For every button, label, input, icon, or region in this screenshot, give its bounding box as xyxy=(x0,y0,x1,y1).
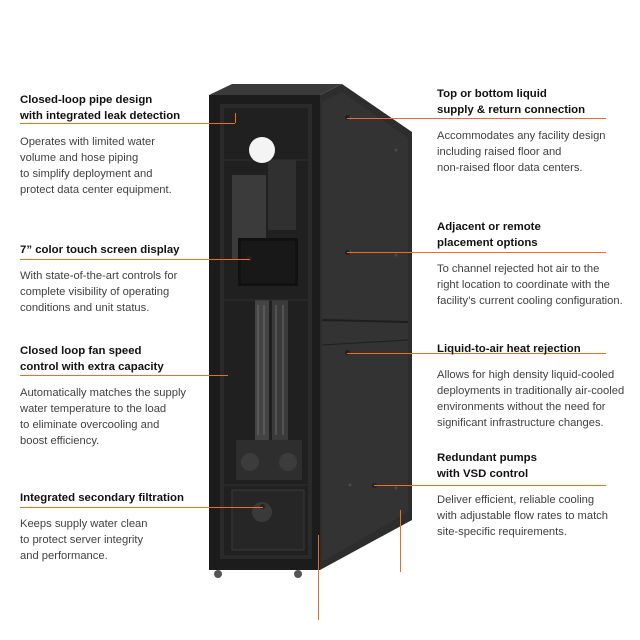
feature-filtration: Integrated secondary filtration Keeps su… xyxy=(20,490,210,564)
leader-dot-pipe xyxy=(234,111,239,116)
feature-liquid-connection-body: Accommodates any facility design includi… xyxy=(437,130,606,174)
leader-dot-fan xyxy=(226,372,231,377)
brand-logo xyxy=(249,137,275,163)
leader-dot-filtration xyxy=(260,504,265,509)
feature-placement-body: To channel rejected hot air to the right… xyxy=(437,263,623,307)
feature-placement-title: Adjacent or remote placement options xyxy=(437,221,541,249)
leader-line-pipe-drop xyxy=(235,113,236,123)
feature-placement: Adjacent or remote placement options To … xyxy=(437,219,637,309)
leader-dot-connection xyxy=(345,115,350,120)
feature-heat-rejection-title: Liquid-to-air heat rejection xyxy=(437,343,581,355)
leader-line-touchscreen xyxy=(20,259,250,260)
feature-pumps-body: Deliver efficient, reliable cooling with… xyxy=(437,494,609,538)
feature-touchscreen: 7” color touch screen display With state… xyxy=(20,242,210,316)
feature-pipe-body: Operates with limited water volume and h… xyxy=(20,136,172,196)
feature-touchscreen-body: With state-of-the-art controls for compl… xyxy=(20,270,178,314)
feature-fan-body: Automatically matches the supply water t… xyxy=(20,387,187,447)
feature-fan: Closed loop fan speed control with extra… xyxy=(20,343,210,449)
feature-filtration-title: Integrated secondary filtration xyxy=(20,492,184,504)
feature-pipe: Closed-loop pipe design with integrated … xyxy=(20,92,210,198)
feature-liquid-connection-title: Top or bottom liquid supply & return con… xyxy=(437,88,586,116)
feature-pipe-title: Closed-loop pipe design with integrated … xyxy=(20,94,181,122)
leader-line-pumps xyxy=(374,485,606,486)
feature-liquid-connection: Top or bottom liquid supply & return con… xyxy=(437,86,637,176)
feature-pumps-title: Redundant pumps with VSD control xyxy=(437,452,537,480)
feature-pumps: Redundant pumps with VSD control Deliver… xyxy=(437,450,637,540)
leader-dot-touchscreen xyxy=(247,256,252,261)
leader-line-bottom-left xyxy=(318,535,319,620)
leader-line-pipe xyxy=(20,123,235,124)
feature-fan-title: Closed loop fan speed control with extra… xyxy=(20,345,164,373)
feature-filtration-body: Keeps supply water clean to protect serv… xyxy=(20,518,148,562)
leader-line-connection xyxy=(347,118,606,119)
leader-line-heat xyxy=(347,353,606,354)
leader-line-placement xyxy=(347,252,606,253)
feature-touchscreen-title: 7” color touch screen display xyxy=(20,244,180,256)
leader-line-bottom-right xyxy=(400,510,401,572)
leader-dot-heat xyxy=(345,350,350,355)
feature-heat-rejection: Liquid-to-air heat rejection Allows for … xyxy=(437,341,637,431)
feature-heat-rejection-body: Allows for high density liquid-cooled de… xyxy=(437,369,625,429)
leader-line-filtration xyxy=(20,507,263,508)
leader-line-fan xyxy=(20,375,228,376)
